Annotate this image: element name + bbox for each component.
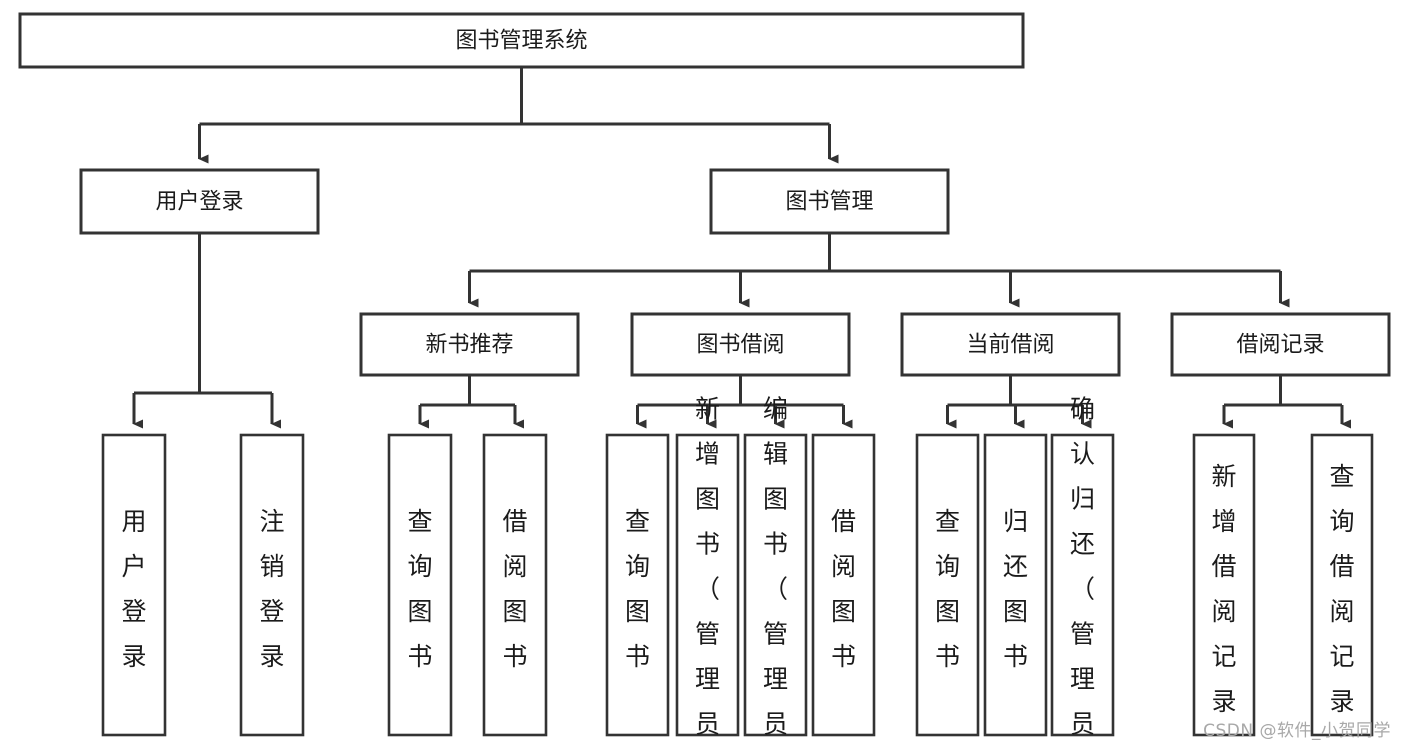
node-new-book-recommend[interactable]: 新书推荐 — [359, 312, 580, 377]
node-leaf-add-book[interactable]: 新增图书（管理员） — [675, 395, 740, 747]
node-root-system[interactable]: 图书管理系统 — [18, 12, 1025, 69]
node-leaf-user-logout-label: 注销登录 — [259, 507, 284, 671]
node-new-book-recommend-label: 新书推荐 — [425, 333, 513, 358]
node-leaf-query-book-3-rect — [915, 433, 980, 737]
node-leaf-query-book-3-label: 查询图书 — [935, 507, 960, 671]
connector-userlogin-to-leaves — [132, 233, 281, 429]
node-leaf-return-book[interactable]: 归还图书 — [983, 433, 1048, 737]
node-leaf-borrow-book-2-rect — [811, 433, 876, 737]
node-leaf-query-book-3[interactable]: 查询图书 — [915, 433, 980, 737]
node-current-borrow-label: 当前借阅 — [966, 333, 1054, 358]
connector-layer — [132, 67, 1351, 429]
node-book-borrow-label: 图书借阅 — [696, 333, 784, 358]
node-leaf-add-book-label: 新增图书（管理员） — [695, 395, 720, 747]
node-leaf-return-book-rect — [983, 433, 1048, 737]
node-leaf-borrow-book-2[interactable]: 借阅图书 — [811, 433, 876, 737]
node-leaf-return-book-label: 归还图书 — [1003, 507, 1028, 671]
node-user-login-rect — [79, 168, 320, 235]
node-leaf-user-logout-rect — [239, 433, 305, 737]
node-leaf-borrow-book-1[interactable]: 借阅图书 — [482, 433, 548, 737]
connector-root-to-level2 — [198, 67, 839, 164]
node-leaf-query-book-2-rect — [605, 433, 670, 737]
node-leaf-query-record-label: 查询借阅记录 — [1329, 462, 1354, 716]
node-leaf-borrow-book-1-label: 借阅图书 — [502, 507, 527, 671]
node-leaf-add-book-rect — [675, 433, 740, 737]
node-user-login-label: 用户登录 — [155, 190, 243, 215]
node-leaf-user-login-label: 用户登录 — [121, 507, 146, 671]
node-leaf-query-book-1-rect — [387, 433, 453, 737]
node-new-book-recommend-rect — [359, 312, 580, 377]
node-leaf-query-book-1-label: 查询图书 — [407, 507, 432, 671]
node-leaf-query-book-2[interactable]: 查询图书 — [605, 433, 670, 737]
node-layer: 图书管理系统用户登录图书管理新书推荐图书借阅当前借阅借阅记录用户登录注销登录查询… — [18, 12, 1391, 747]
node-book-borrow[interactable]: 图书借阅 — [630, 312, 851, 377]
node-leaf-query-record[interactable]: 查询借阅记录 — [1310, 433, 1374, 737]
node-leaf-confirm-return[interactable]: 确认归还（管理员） — [1050, 395, 1115, 747]
node-leaf-borrow-book-2-label: 借阅图书 — [831, 507, 856, 671]
node-leaf-user-logout[interactable]: 注销登录 — [239, 433, 305, 737]
node-leaf-add-record-rect — [1192, 433, 1256, 737]
node-leaf-user-login[interactable]: 用户登录 — [101, 433, 167, 737]
connector-book-borrow-to-leaves — [636, 375, 853, 429]
node-book-manage[interactable]: 图书管理 — [709, 168, 950, 235]
node-leaf-query-record-rect — [1310, 433, 1374, 737]
node-borrow-record[interactable]: 借阅记录 — [1170, 312, 1391, 377]
node-leaf-user-login-rect — [101, 433, 167, 737]
node-leaf-add-record-label: 新增借阅记录 — [1211, 462, 1236, 716]
node-leaf-add-record[interactable]: 新增借阅记录 — [1192, 433, 1256, 737]
node-book-manage-rect — [709, 168, 950, 235]
node-borrow-record-rect — [1170, 312, 1391, 377]
node-borrow-record-label: 借阅记录 — [1236, 333, 1324, 358]
connector-current-borrow-to-leaves — [946, 375, 1092, 429]
node-book-manage-label: 图书管理 — [785, 190, 873, 215]
node-current-borrow-rect — [900, 312, 1121, 377]
node-root-system-label: 图书管理系统 — [455, 29, 587, 54]
connector-borrow-record-to-leaves — [1222, 375, 1351, 429]
node-leaf-borrow-book-1-rect — [482, 433, 548, 737]
node-leaf-confirm-return-rect — [1050, 433, 1115, 737]
node-leaf-query-book-2-label: 查询图书 — [625, 507, 650, 671]
node-root-system-rect — [18, 12, 1025, 69]
node-user-login[interactable]: 用户登录 — [79, 168, 320, 235]
node-leaf-edit-book-label: 编辑图书（管理员） — [763, 395, 788, 747]
node-leaf-confirm-return-label: 确认归还（管理员） — [1070, 395, 1095, 747]
node-book-borrow-rect — [630, 312, 851, 377]
node-current-borrow[interactable]: 当前借阅 — [900, 312, 1121, 377]
node-leaf-edit-book[interactable]: 编辑图书（管理员） — [743, 395, 808, 747]
node-leaf-edit-book-rect — [743, 433, 808, 737]
connector-new-book-recommend-to-leaves — [418, 375, 524, 429]
node-leaf-query-book-1[interactable]: 查询图书 — [387, 433, 453, 737]
connector-bookmanage-to-level3 — [468, 233, 1290, 308]
